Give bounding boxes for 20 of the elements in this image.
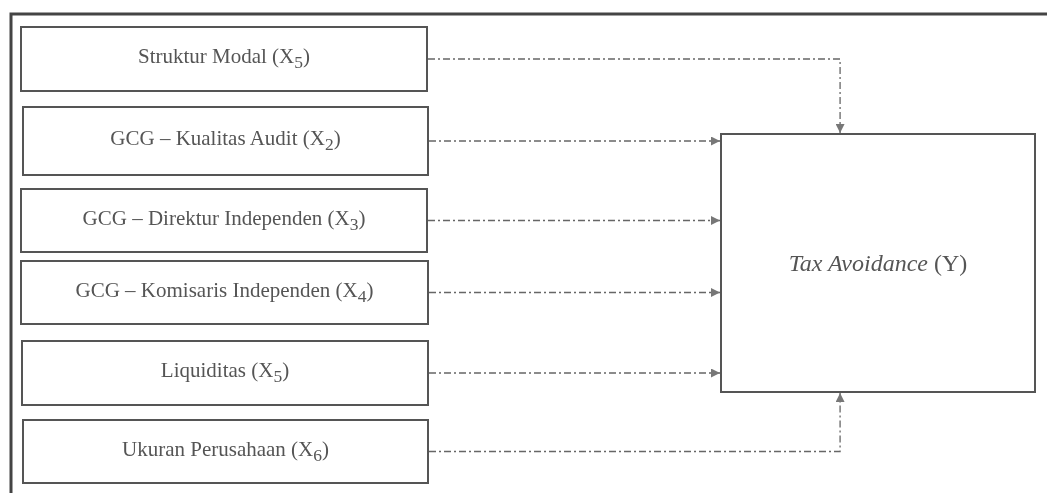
- variable-box: [20, 188, 428, 253]
- arrow: [428, 392, 845, 453]
- arrow: [427, 58, 845, 134]
- arrow: [427, 216, 721, 225]
- variable-label: Ukuran Perusahaan (X$_{6}$): [122, 436, 329, 467]
- variable-box: [20, 260, 429, 325]
- arrow: [428, 136, 721, 146]
- outcome-box: [720, 133, 1036, 393]
- variable-box: [21, 340, 429, 406]
- variable-label: Liquiditas (X$_{5}$): [160, 358, 290, 388]
- variable-label: GCG – Kualitas Audit (X$_{2}$): [110, 126, 341, 156]
- arrow: [428, 368, 721, 378]
- variable-label: GCG – Direktur Independen (X$_{3}$): [82, 205, 366, 236]
- arrow: [428, 288, 721, 297]
- variable-box: [20, 26, 428, 92]
- variable-label: Struktur Modal (X$_{5}$): [137, 44, 311, 74]
- variable-box: [22, 106, 429, 176]
- variable-label: Tax Avoidance (Y): [788, 249, 968, 277]
- variable-label: GCG – Komisaris Independen (X$_{4}$): [75, 277, 374, 308]
- variable-box: [22, 419, 429, 484]
